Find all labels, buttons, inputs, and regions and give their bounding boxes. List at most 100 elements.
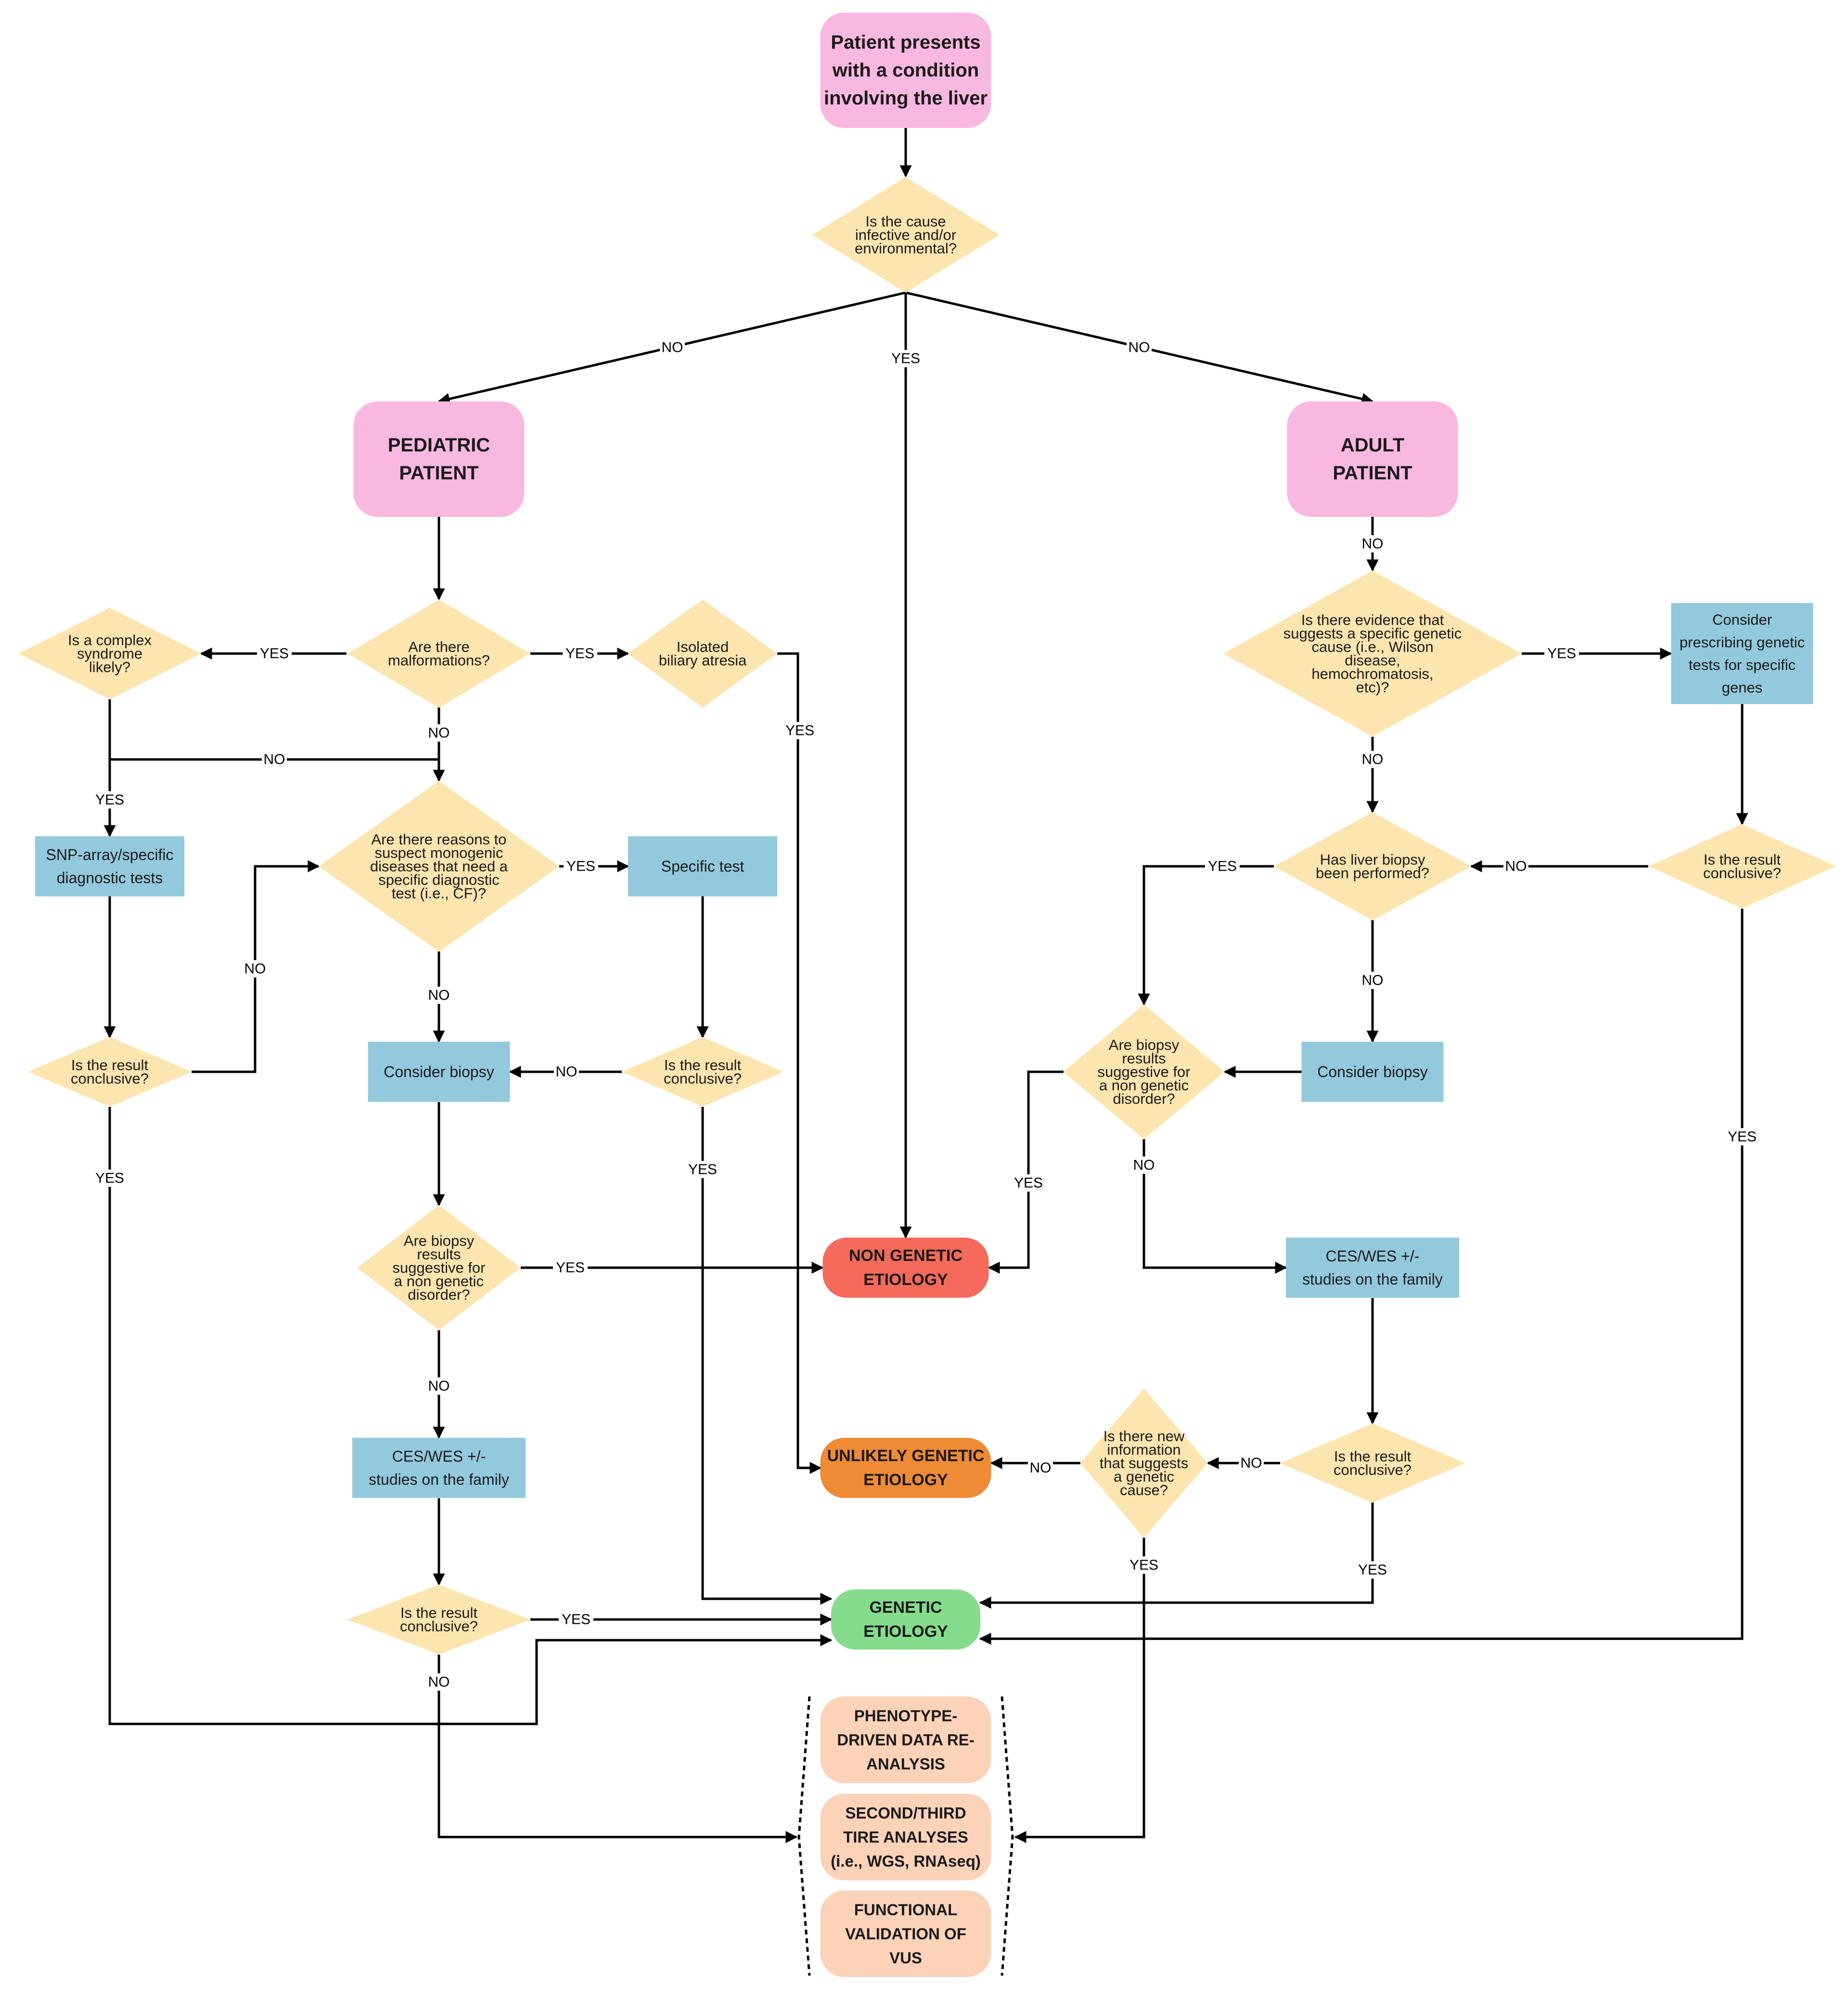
decision-shape: [1080, 1388, 1208, 1538]
edge-label-bg: [1544, 645, 1579, 662]
edge-label-text: YES: [260, 646, 289, 662]
node-text-line: Consider biopsy: [384, 1063, 494, 1080]
edge-label-text: YES: [688, 1162, 717, 1178]
edge-label-text: YES: [891, 351, 920, 367]
edge-label-bg: [92, 791, 127, 809]
edge-label-bg: [660, 339, 685, 356]
node-text-line: PATIENT: [399, 463, 478, 484]
connector-line: [777, 652, 822, 1474]
node-text-line: Consider biopsy: [1317, 1063, 1427, 1080]
edge-label-no: NO: [1360, 535, 1385, 553]
edge-label-text: NO: [1505, 859, 1527, 874]
node-text-line: genes: [1722, 679, 1762, 696]
edge-label-text: NO: [662, 340, 683, 356]
node-text-line: ETIOLOGY: [863, 1271, 948, 1289]
node-text-line: Is the result: [1334, 1448, 1412, 1465]
node-text-line: ANALYSIS: [866, 1755, 945, 1773]
edge-label-bg: [262, 751, 287, 768]
edge-label-no: NO: [243, 960, 268, 977]
decision-shape: [347, 1584, 530, 1655]
edge-label-text: YES: [562, 1612, 590, 1628]
edge-label-yes: YES: [564, 858, 598, 875]
edge-label-text: NO: [244, 961, 266, 977]
edge-label-text: NO: [428, 1674, 450, 1690]
edge-label-yes: YES: [92, 1169, 127, 1187]
edge-label-text: NO: [1362, 973, 1384, 989]
edge-label-bg: [563, 645, 597, 662]
node-text-line: CES/WES +/-: [392, 1448, 486, 1465]
node-text-line: SECOND/THIRD: [845, 1804, 966, 1822]
edge-label-text: YES: [565, 646, 594, 662]
edge-label-no: NO: [262, 751, 287, 768]
terminal-shape: [822, 1237, 989, 1298]
connector-line: [701, 1107, 833, 1605]
node-adult-biopsy: Consider biopsy: [1301, 1041, 1444, 1102]
node-text-line: FUNCTIONAL: [854, 1901, 957, 1919]
node-text-line: etc)?: [1356, 679, 1389, 696]
node-text-line: Are biopsy: [1109, 1037, 1180, 1054]
node-text-line: NON GENETIC: [849, 1247, 962, 1265]
edge-label-text: YES: [95, 792, 124, 808]
edge-label-yes: YES: [685, 1161, 720, 1178]
edge-label-no: NO: [1360, 751, 1385, 768]
decision-shape: [1223, 570, 1522, 737]
edge-label-bg: [1503, 858, 1528, 875]
connector-line: [1142, 1139, 1287, 1274]
node-text-line: likely?: [89, 659, 130, 676]
edge-label-yes: YES: [553, 1259, 588, 1276]
edge-label-text: NO: [556, 1064, 578, 1080]
node-text-line: suspect monogenic: [374, 845, 503, 861]
edge-label-no: NO: [1131, 1157, 1156, 1174]
decision-shape: [1280, 1423, 1465, 1503]
edge-label-bg: [1127, 339, 1152, 356]
decision-shape: [1648, 824, 1836, 909]
node-text-line: results: [417, 1246, 461, 1263]
edge-label-yes: YES: [92, 791, 127, 809]
node-text-line: PATIENT: [1333, 463, 1412, 484]
node-text-line: suggestive for: [393, 1259, 486, 1276]
edge-label-bg: [1028, 1459, 1053, 1477]
connector-line: [988, 1070, 1064, 1274]
node-text-line: suggestive for: [1098, 1064, 1191, 1080]
edge-label-text: YES: [1728, 1129, 1757, 1145]
process-shape: [1301, 1041, 1444, 1102]
node-text-line: malformations?: [388, 652, 490, 669]
node-text-line: a genetic: [1114, 1468, 1174, 1485]
edge-label-text: YES: [1014, 1175, 1043, 1191]
edge-label-bg: [685, 1161, 720, 1178]
node-text-line: test (i.e., CF)?: [392, 885, 486, 902]
node-text-line: disease,: [1345, 652, 1400, 669]
edge-labels: NO YES NO YES YES YES NO NO YES YES NO NO NO YES YES YE…: [92, 339, 1759, 1691]
node-text-line: PEDIATRIC: [388, 435, 490, 456]
edge-label-bg: [559, 1611, 593, 1628]
edge-label-bg: [426, 1673, 451, 1691]
edge-label-yes: YES: [1205, 858, 1240, 875]
edge-label-bg: [257, 645, 292, 662]
node-text-line: studies on the family: [369, 1471, 509, 1488]
edge-label-bg: [426, 1377, 451, 1395]
decision-shape: [18, 608, 201, 699]
node-text-line: results: [1122, 1050, 1166, 1067]
connector-line: [979, 1503, 1374, 1609]
edge-label-bg: [1360, 751, 1385, 768]
node-text-line: specific diagnostic: [378, 872, 500, 888]
terminal-shape: [820, 1890, 991, 1977]
terminal-shape: [353, 401, 525, 517]
node-text-line: hemochromatosis,: [1311, 666, 1433, 682]
edge-label-bg: [783, 722, 817, 739]
node-text-line: Are there: [408, 639, 470, 655]
edge-label-bg: [1725, 1128, 1759, 1145]
node-text-line: Is the cause: [865, 213, 946, 230]
